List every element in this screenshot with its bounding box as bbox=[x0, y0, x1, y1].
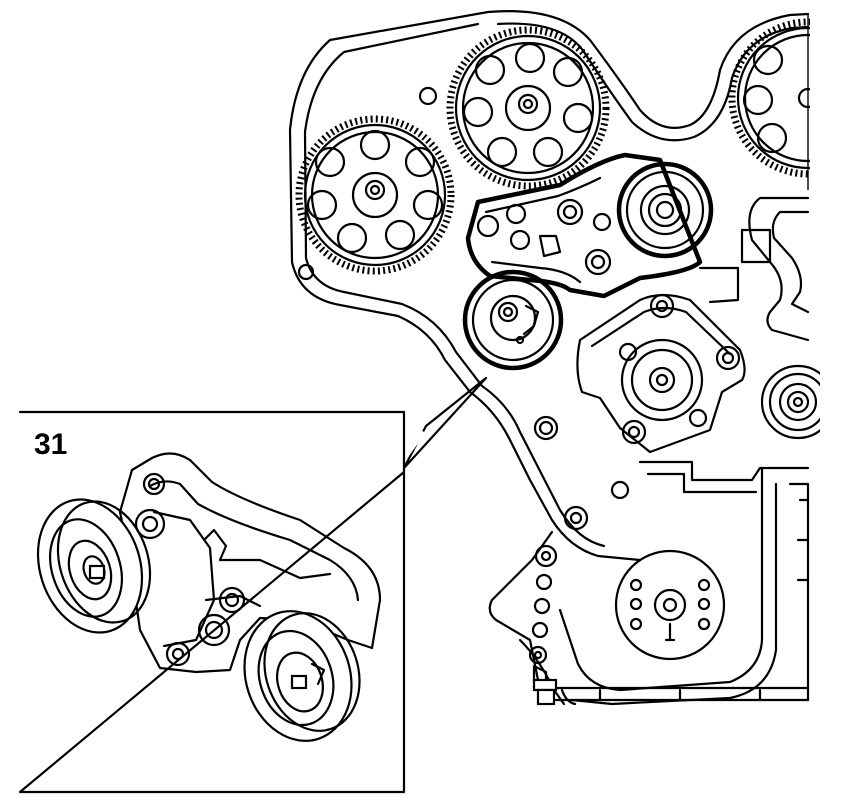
right-coolant-channel bbox=[698, 196, 810, 342]
engine-cover-outline bbox=[288, 10, 810, 562]
callout-pointer bbox=[400, 376, 488, 470]
cover-bolt-bosses bbox=[297, 86, 630, 531]
lower-timing-cover bbox=[488, 460, 810, 706]
detail-inset: 31 bbox=[18, 410, 406, 794]
tensioner-pulley bbox=[462, 269, 564, 371]
middle-camshaft-pulley bbox=[446, 26, 610, 190]
right-camshaft-pulley bbox=[728, 0, 864, 200]
idler-pulley bbox=[616, 161, 714, 259]
belt-tensioner-idler-assembly bbox=[36, 452, 382, 742]
callout-number: 31 bbox=[34, 428, 67, 461]
lower-bolt-chain bbox=[528, 544, 558, 706]
water-pump-housing bbox=[576, 293, 746, 454]
right-idler-pulley bbox=[760, 350, 864, 460]
crankshaft-pulley bbox=[614, 549, 726, 661]
left-camshaft-pulley bbox=[295, 115, 455, 275]
tensioner-bracket bbox=[465, 152, 703, 299]
